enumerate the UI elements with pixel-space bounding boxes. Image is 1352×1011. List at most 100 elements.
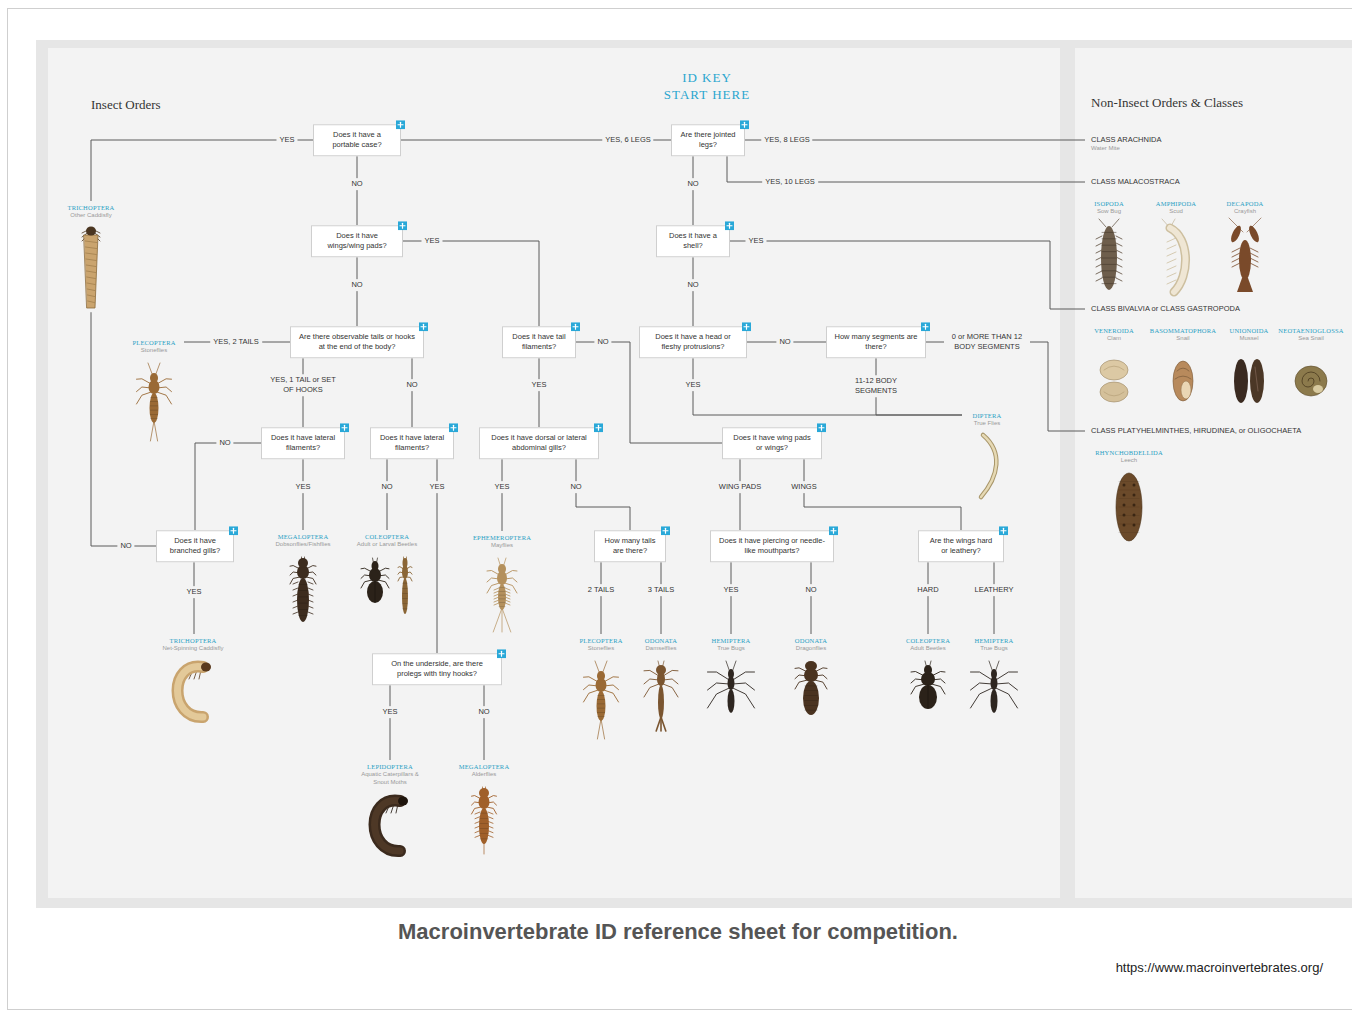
illustration-part (306, 577, 316, 584)
specimen (472, 787, 497, 854)
illustration-part (1181, 381, 1191, 399)
illustration-part (1133, 484, 1136, 487)
taxon-card: LEPIDOPTERAAquatic Caterpillars & Snout … (353, 760, 427, 879)
question-text: How many tails are there? (602, 536, 658, 556)
branch-label: WING PADS (716, 481, 764, 493)
connector-line (661, 562, 662, 634)
illustration-part (1102, 277, 1116, 278)
illustration-part (921, 322, 930, 331)
illustration-part (1255, 367, 1258, 391)
illustration-part (817, 423, 826, 432)
illustration-part (150, 421, 154, 441)
illustration-part (1232, 253, 1240, 257)
branch-label: YES (292, 481, 313, 493)
specimen-illustration (633, 655, 689, 750)
specimen-illustration (59, 222, 123, 312)
illustration-part (663, 530, 668, 531)
taxon-card: HEMIPTERATrue Bugs (704, 634, 758, 750)
illustration-part (472, 807, 482, 814)
illustration-part (1234, 359, 1248, 403)
illustration-part (148, 363, 153, 375)
illustration-part (150, 373, 158, 383)
decision-box: Does it have wing pads or wings? (722, 427, 822, 459)
common-name: Net-Spinning Caddisfly (157, 645, 229, 653)
branch-label: YES (379, 706, 400, 718)
connector-line (926, 342, 1085, 431)
illustration-part (1119, 507, 1139, 508)
specimen-illustration (355, 551, 419, 623)
illustration-part (308, 582, 313, 584)
illustration-part (398, 577, 404, 581)
illustration-part (398, 797, 408, 806)
common-name: True Bugs (966, 645, 1022, 653)
illustration-part (742, 322, 751, 331)
question-text: Does it have a portable case? (321, 130, 393, 150)
illustration-part (298, 615, 308, 616)
specimen (981, 435, 996, 497)
illustration-part (981, 435, 996, 497)
specimen-illustration (1149, 345, 1217, 417)
branch-label: 0 or MORE THAN 12 BODY SEGMENTS (944, 331, 1030, 353)
illustration-part (480, 818, 488, 819)
taxon-card: UNIONOIDAMussel (1223, 324, 1275, 417)
specimen-illustration (1091, 467, 1167, 547)
illustration-part (494, 603, 499, 605)
branch-label: NO (802, 584, 819, 596)
taxon-name: PLECOPTERA (574, 637, 628, 645)
common-name: Scud (1148, 208, 1204, 216)
connector-line (387, 459, 388, 530)
specimen (487, 558, 517, 632)
branch-label: YES, 8 LEGS (761, 134, 812, 146)
illustration-part (1250, 253, 1258, 257)
illustration-part (298, 597, 308, 598)
branch-label: YES, 1 TAIL or SET OF HOOKS (267, 374, 339, 396)
taxon-name: DECAPODA (1217, 200, 1273, 208)
common-name: Adult Beetles (897, 645, 959, 653)
class-name: CLASS ARACHNIDA (1091, 135, 1161, 145)
illustration-part (487, 583, 500, 593)
illustration-part (201, 663, 211, 672)
illustration-part (597, 716, 604, 717)
branch-label: 11-12 BODY SEGMENTS (835, 375, 917, 397)
decision-box: Does it have lateral filaments? (370, 427, 454, 459)
illustration-part (595, 661, 600, 673)
decision-box: Does it have lateral filaments? (261, 427, 345, 459)
illustration-part (1119, 481, 1139, 482)
decision-box: Are there observable tails or hooks at t… (290, 326, 424, 358)
taxon-name: COLEOPTERA (355, 533, 419, 541)
illustration-part (421, 326, 426, 327)
illustration-part (1116, 278, 1122, 281)
illustration-part (480, 813, 488, 814)
specimen-illustration (704, 655, 758, 750)
illustration-part (297, 578, 309, 622)
taxon-name: BASOMMATOPHORA (1149, 327, 1217, 335)
specimen (644, 661, 678, 731)
illustration-part (1123, 484, 1126, 487)
illustration-part (499, 599, 505, 600)
specimen-illustration (1276, 345, 1346, 417)
illustration-part (1119, 524, 1139, 525)
illustration-part (1167, 252, 1176, 256)
class-heading: CLASS ARACHNIDAWater Mite (1085, 135, 1161, 153)
illustration-part (85, 247, 96, 249)
illustration-part (1133, 514, 1136, 517)
illustration-part (597, 708, 604, 709)
class-heading: CLASS MALACOSTRACA (1085, 177, 1180, 187)
illustration-part (1232, 258, 1240, 262)
illustration-part (480, 839, 488, 840)
illustration-part (919, 685, 937, 709)
illustration-part (597, 719, 601, 739)
question-text: Does it have tail filaments? (510, 332, 568, 352)
specimen-illustration (353, 789, 427, 879)
specimen-illustration (1223, 345, 1275, 417)
decision-box: Does it have a portable case? (313, 124, 401, 156)
expand-icon (999, 526, 1008, 535)
illustration-part (298, 609, 308, 610)
taxon-card: TRICHOPTERANet-Spinning Caddisfly (157, 634, 229, 735)
branch-label: YES (528, 379, 549, 391)
illustration-part (1100, 360, 1128, 380)
illustration-part (727, 225, 732, 226)
specimen-illustration (453, 781, 515, 871)
branch-label: NO (684, 178, 701, 190)
illustration-part (475, 836, 480, 838)
